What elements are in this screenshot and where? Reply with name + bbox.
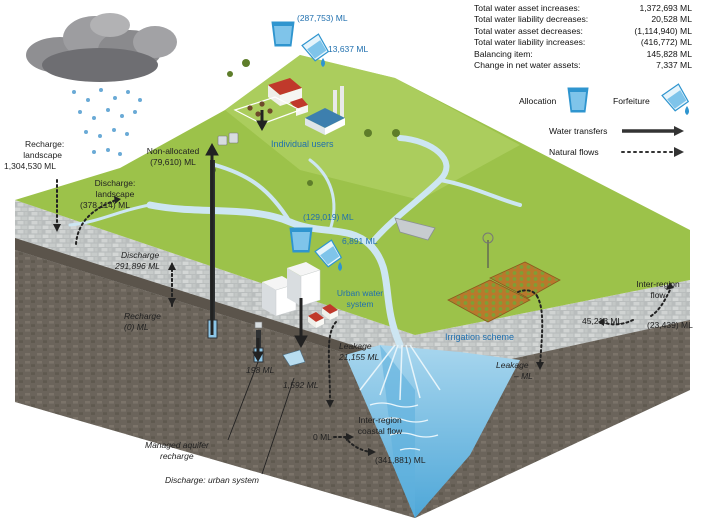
urban-discharge-value: 1,592 ML (283, 380, 319, 390)
discharge-landscape-label-2: landscape (95, 189, 135, 199)
individual-allocation-value: (287,753) ML (297, 13, 348, 23)
irrigation-fields (447, 232, 561, 323)
water-transfer-arrows (205, 110, 308, 363)
individual-forfeiture-value: 13,637 ML (328, 44, 369, 54)
urban-water-label-2: system (346, 299, 374, 309)
cloud (26, 13, 177, 82)
leakage-irrigation-label: Leakage (496, 360, 529, 370)
legend-natural-flow-arrow (621, 147, 684, 157)
non-allocated-label: Non-allocated (146, 146, 200, 156)
discharge-aquifer-label: Discharge (121, 250, 160, 260)
inter-region-flow-label-2: flow (650, 290, 666, 300)
recharge-landscape-label-2: landscape (23, 150, 62, 160)
mar-leader-line (227, 361, 259, 441)
rain-drops (72, 88, 142, 156)
natural-flow-arrowheads (53, 196, 674, 456)
inter-region-in-value: 45,218 ML (582, 316, 623, 326)
recharge-landscape-label-1: Recharge: (25, 139, 65, 149)
water-drop-icon (338, 262, 342, 271)
legend-forfeiture-label: Forfeiture (613, 96, 650, 106)
legend-natural-flows-label: Natural flows (549, 147, 599, 157)
inter-region-out-value: (23,439) ML (647, 320, 693, 330)
leakage-urban-label: Leakage (339, 341, 372, 351)
river-mouth (359, 344, 441, 401)
cup-icon (289, 227, 313, 253)
summary-row: Balancing item:145,828 ML (474, 48, 692, 59)
irrigation-forfeiture-value: 6,891 ML (342, 236, 378, 246)
legend-allocation-label: Allocation (519, 96, 557, 106)
leakage-irrigation-value: – ML (514, 371, 533, 381)
summary-row: Total water liability decreases:20,528 M… (474, 14, 692, 25)
inter-region-flow-label-1: Inter-region (636, 279, 680, 289)
cup-icon (271, 21, 295, 47)
discharge-landscape-label-1: Discharge: (94, 178, 136, 188)
tilted-cup-icon (314, 239, 343, 268)
recharge-aquifer-value: (0) ML (124, 322, 149, 332)
tilted-cup-icon (301, 33, 330, 62)
urban-discharge-leader-line (261, 377, 295, 475)
summary-row: Change in net water assets:7,337 ML (474, 60, 692, 71)
left-face-soil (15, 250, 415, 518)
recharge-aquifer-label: Recharge (124, 311, 161, 321)
dam (394, 217, 436, 241)
irrigation-scheme-label: Irrigation scheme (445, 332, 515, 342)
recharge-landscape-value: 1,304,530 ML (4, 161, 56, 171)
legend-water-transfer-arrow (622, 126, 684, 136)
mar-label-2: recharge (160, 451, 194, 461)
summary-row: Total water asset decreases:(1,114,940) … (474, 25, 692, 36)
urban-water-label-1: Urban water (336, 288, 384, 298)
coastal-flow-label-2: coastal flow (357, 426, 403, 436)
urban-outlet (282, 349, 306, 367)
factory (305, 86, 345, 135)
non-allocated-value: (79,610) ML (150, 157, 196, 167)
discharge-aquifer-value: 291,896 ML (115, 261, 160, 271)
mar-label-1: Managed aquifer (145, 440, 209, 450)
water-drop-icon (685, 106, 689, 115)
summary-row: Total water asset increases:1,372,693 ML (474, 3, 692, 13)
farm-buildings (233, 78, 308, 125)
coastal-in-value: 0 ML (313, 432, 332, 442)
leakage-urban-value: 21,155 ML (339, 352, 380, 362)
bore-tanks (217, 132, 263, 329)
water-drop-icon (321, 58, 325, 67)
trees (210, 59, 400, 186)
discharge-urban-system-label: Discharge: urban system (165, 475, 260, 485)
individual-users-label: Individual users (271, 139, 334, 149)
legend-water-transfers-label: Water transfers (549, 126, 608, 136)
natural-flow-arrows (56, 179, 671, 453)
legend-allocation-icon (567, 87, 589, 113)
irrigation-allocation-value: (129,019) ML (303, 212, 354, 222)
sea-waves (369, 402, 439, 451)
legend-forfeiture-icon (661, 83, 690, 112)
coastal-out-value: (341,881) ML (375, 455, 426, 465)
mar-value: 198 ML (246, 365, 275, 375)
discharge-landscape-value: (378,114) ML (80, 200, 130, 210)
summary-row: Total water liability increases:(416,772… (474, 37, 692, 48)
urban-buildings (262, 262, 338, 328)
summary-table: Total water asset increases:1,372,693 ML… (474, 3, 692, 71)
coastal-flow-label-1: Inter-region (358, 415, 402, 425)
